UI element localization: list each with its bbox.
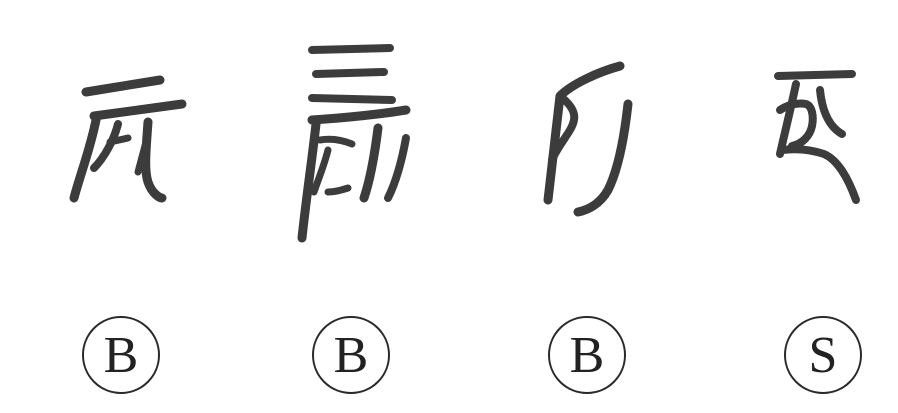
seal-glyph-3-icon	[543, 61, 633, 217]
label-badge-3-text: B	[569, 327, 605, 384]
label-badge-1: B	[82, 316, 160, 394]
glyph-panel-1: B	[0, 0, 224, 413]
label-badge-1-text: B	[103, 327, 139, 384]
label-badge-2: B	[312, 316, 390, 394]
glyph-panel-3: B	[448, 0, 672, 413]
label-badge-2-text: B	[333, 327, 369, 384]
seal-glyph-2-icon	[297, 44, 411, 243]
label-badge-4-text: S	[808, 327, 838, 384]
label-badge-4: S	[784, 316, 862, 394]
seal-glyph-1-icon	[69, 75, 187, 203]
glyph-panel-4: S	[672, 0, 896, 413]
seal-glyph-4-icon	[774, 70, 860, 204]
label-badge-3: B	[548, 316, 626, 394]
glyph-panel-2: B	[224, 0, 448, 413]
